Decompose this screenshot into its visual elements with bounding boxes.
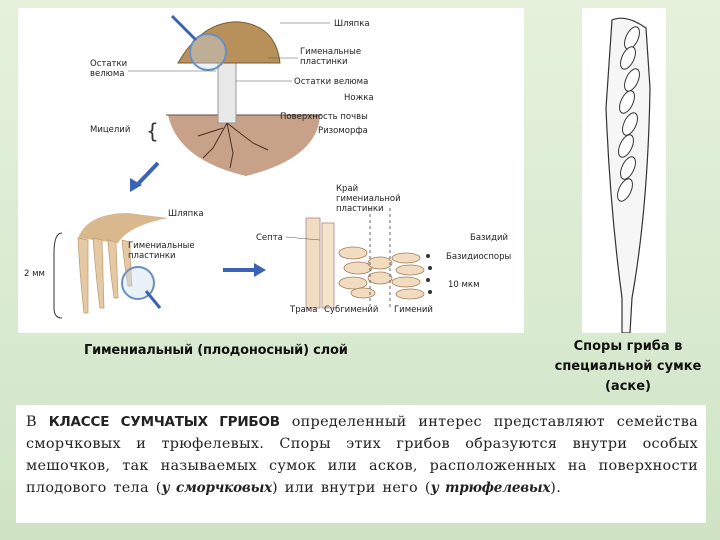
ascus-diagram xyxy=(605,17,651,334)
label-veil-left-l2: велюма xyxy=(90,69,124,79)
para-intro: В xyxy=(26,414,49,430)
label-mycelium: Мицелий xyxy=(90,125,130,135)
label-gills2: Гимениальные пластинки xyxy=(128,241,197,261)
para-highlight: КЛАССЕ СУМЧАТЫХ ГРИБОВ xyxy=(48,414,280,430)
hymenium-diagram xyxy=(305,208,432,310)
spores xyxy=(617,26,640,202)
caption-left-b: (плодоносный) слой xyxy=(197,343,348,358)
arrow-down-icon xyxy=(134,161,160,188)
para-body: определенный интерес представляют семейс… xyxy=(26,414,699,496)
soil-shape xyxy=(168,115,320,176)
caption-left-a: Гимениальный xyxy=(84,343,193,358)
label-rhizomorph: Ризоморфа xyxy=(318,126,368,136)
arrow-right-head-icon xyxy=(254,263,266,277)
label-stem: Ножка xyxy=(344,93,374,103)
arrow-icon-2 xyxy=(144,290,162,309)
rhizomorph-shape xyxy=(197,122,269,169)
label-cap2: Шляпка xyxy=(168,209,204,219)
mushroom-structure-figure: Шляпка Остатки велюма Гименальные пласти… xyxy=(18,8,524,333)
mycelium-brace: { xyxy=(146,119,159,143)
para-italic-morels: у сморчковых xyxy=(161,480,273,496)
arrow-down-head-icon xyxy=(130,178,142,192)
label-scale-mm: 2 мм xyxy=(24,269,45,279)
paragraph: В КЛАССЕ СУМЧАТЫХ ГРИБОВ определенный ин… xyxy=(26,411,698,499)
gill-section-cap xyxy=(78,213,168,243)
label-basidium: Базидий xyxy=(470,233,508,243)
label-cap: Шляпка xyxy=(334,19,370,29)
label-soil: Поверхность почвы xyxy=(280,112,368,122)
label-basidiospores: Базидиоспоры xyxy=(446,252,511,262)
stem-shape xyxy=(217,62,237,124)
magnifier-icon xyxy=(189,33,227,71)
label-subhymenium: Субгимений xyxy=(324,305,378,315)
caption-spores-ascus: Споры гриба в специальной сумке (аске) xyxy=(554,339,702,394)
label-trama: Трама xyxy=(289,305,317,315)
para-italic-truffles: у трюфелевых xyxy=(430,480,551,496)
label-gills: Гименальные пластинки xyxy=(300,47,364,67)
scale-bracket xyxy=(53,232,63,319)
text-box: В КЛАССЕ СУМЧАТЫХ ГРИБОВ определенный ин… xyxy=(16,405,706,523)
para-mid: ) или внутри него ( xyxy=(271,480,431,496)
label-hymenium: Гимений xyxy=(394,305,433,315)
label-septum: Септа xyxy=(256,233,283,243)
mushroom-diagram: Шляпка Остатки велюма Гименальные пласти… xyxy=(24,14,511,319)
caption-hymenial-layer: Гимениальный (плодоносный) слой xyxy=(84,343,464,358)
gill-plates xyxy=(77,237,133,314)
label-veil-left-l1: Остатки xyxy=(90,59,127,69)
label-veil-right: Остатки велюма xyxy=(294,77,368,87)
arrow-icon xyxy=(170,14,198,42)
para-end: ). xyxy=(550,480,562,496)
label-veil-left: Остатки велюма xyxy=(90,59,130,79)
label-edge: Край гимениальной пластинки xyxy=(336,184,403,214)
label-scale-um: 10 мкм xyxy=(448,280,479,290)
ascus-figure xyxy=(582,8,666,334)
